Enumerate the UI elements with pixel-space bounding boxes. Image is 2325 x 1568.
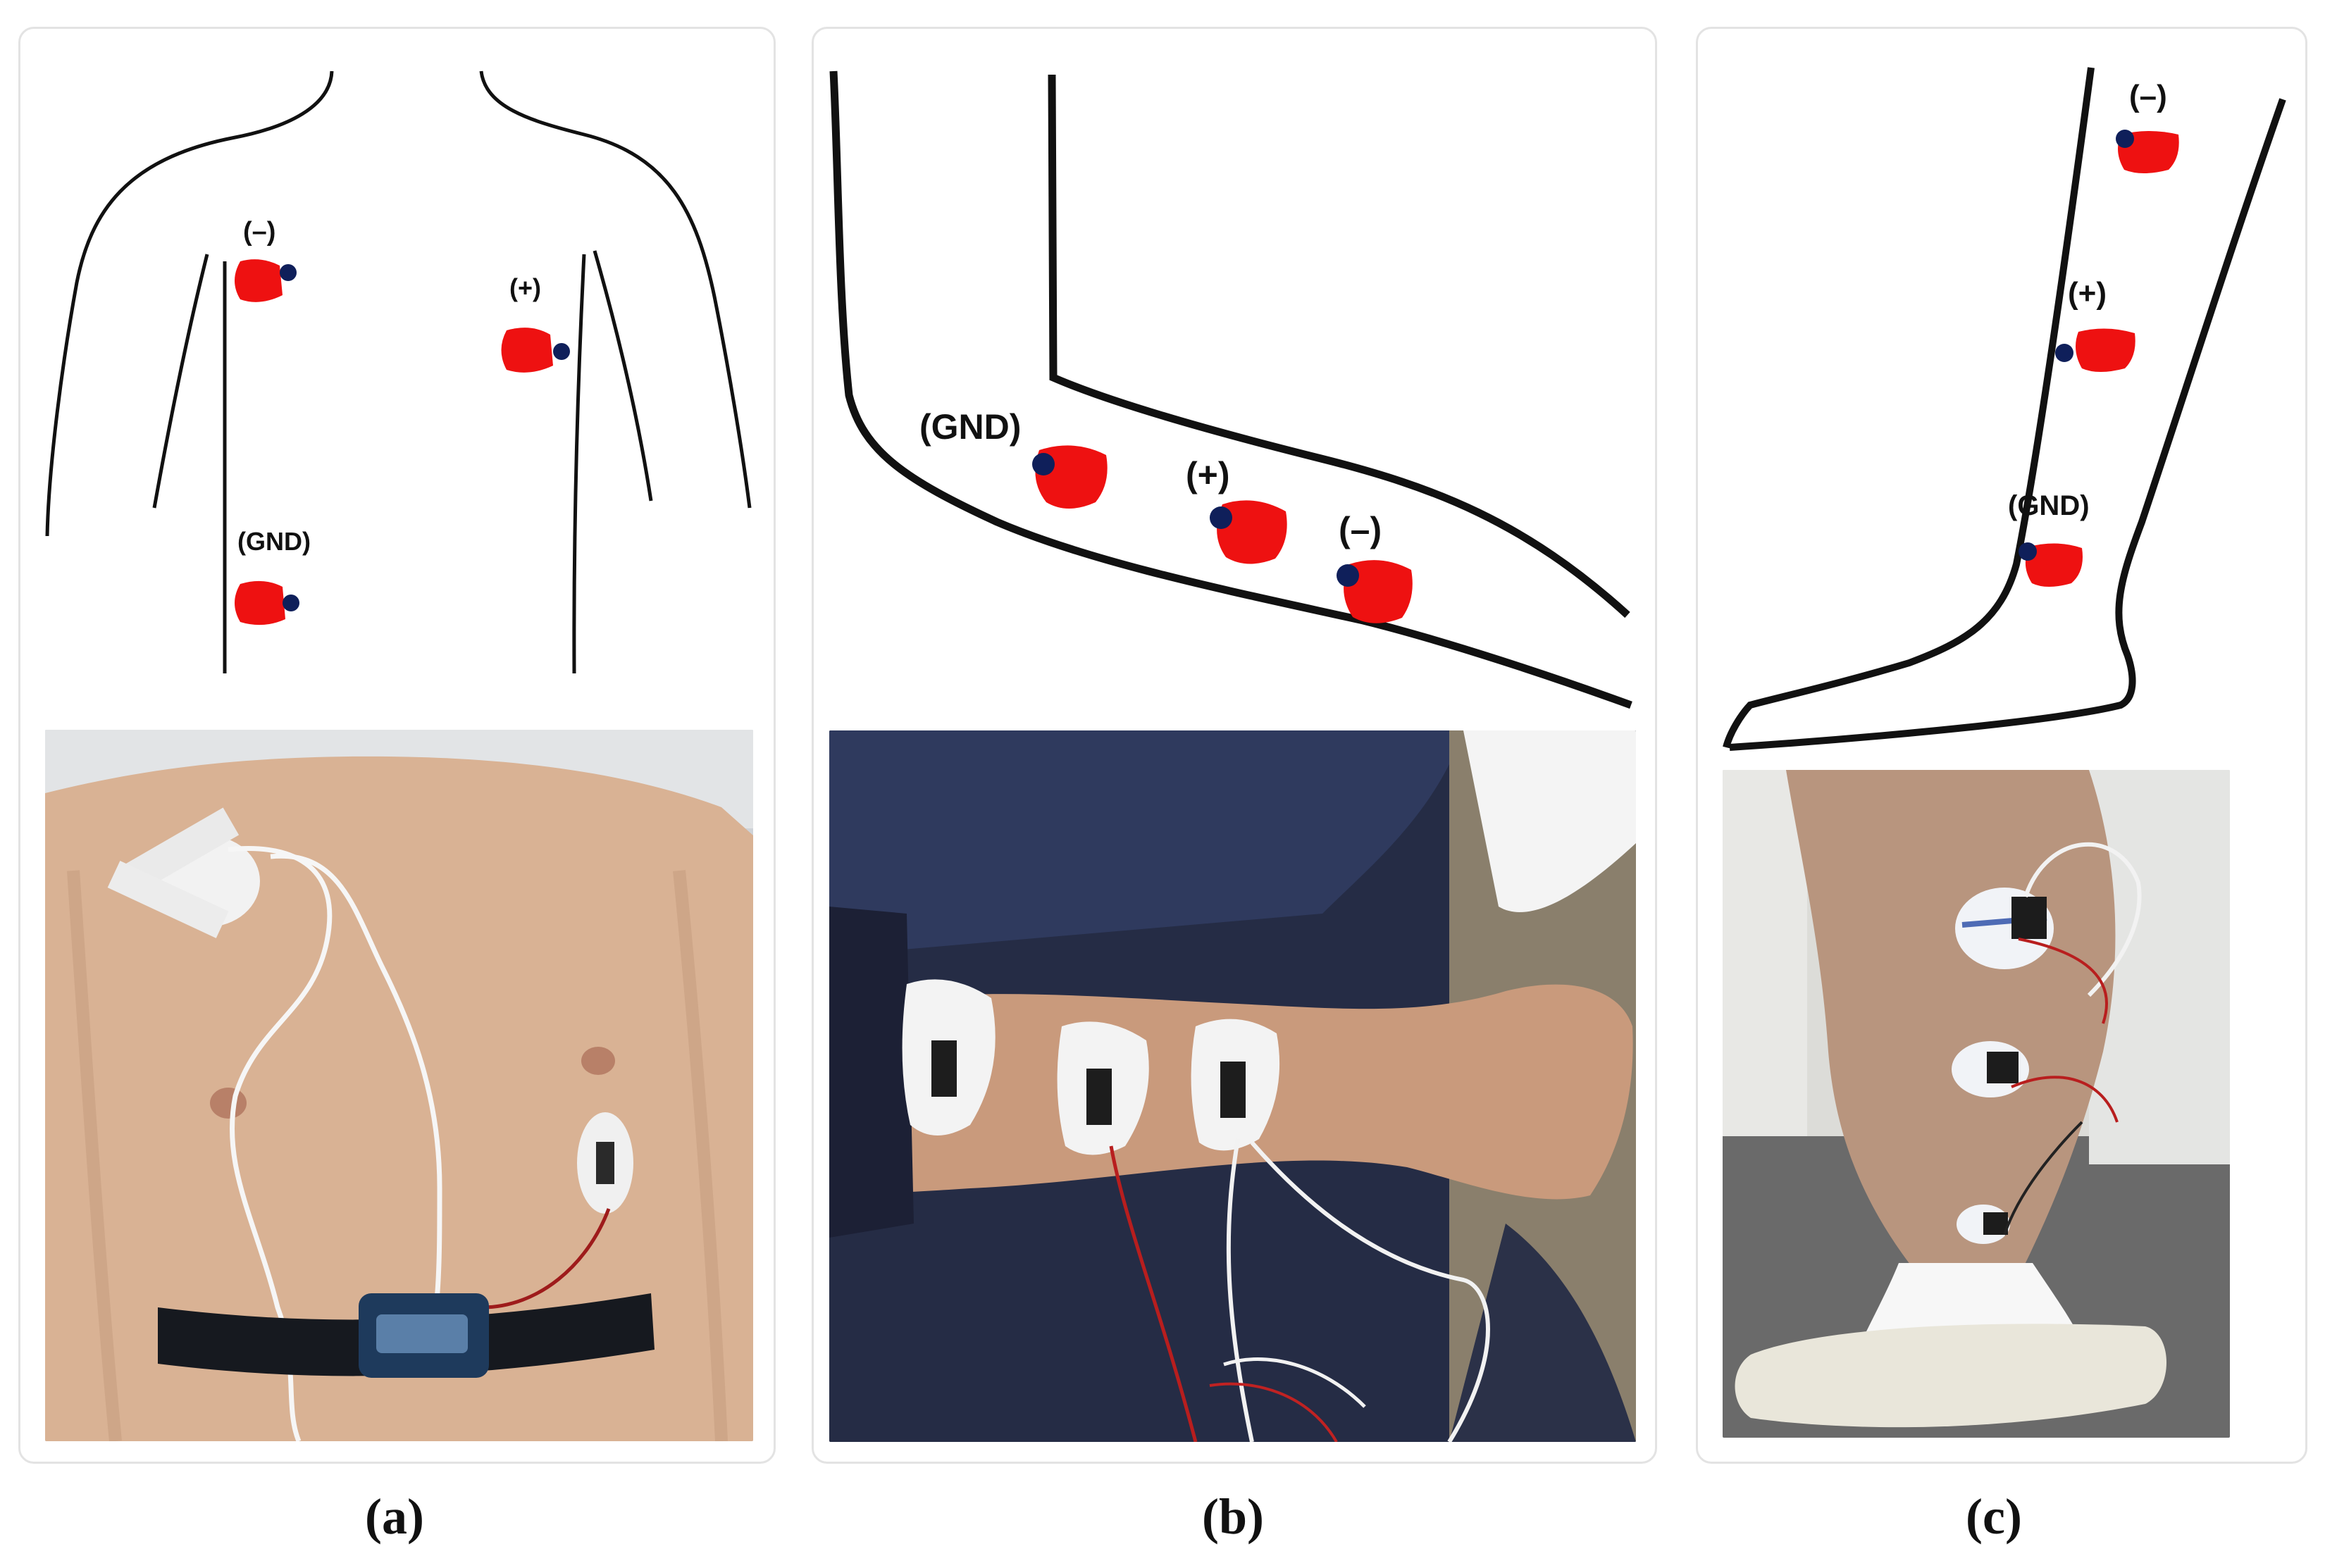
forearm-diagram: (GND) (+) (–): [829, 70, 1632, 709]
forearm-photo-illustration: [829, 730, 1636, 1442]
label-plus: (+): [2068, 276, 2107, 311]
snap-connector: [1032, 453, 1055, 475]
left-arm-line: [152, 254, 209, 509]
electrode-plus: [1210, 500, 1287, 564]
snap-connector: [553, 343, 570, 360]
chest-photo: [45, 730, 753, 1441]
torso-outline-right: [479, 70, 752, 509]
electrode-plus: [2055, 328, 2135, 372]
leg-photo-illustration: [1723, 770, 2230, 1438]
caption-c: (c): [1966, 1488, 2022, 1545]
electrode-gnd: [1032, 445, 1108, 509]
leg-outline-back: [1723, 67, 2095, 749]
panel-forearm: (GND) (+) (–): [812, 27, 1657, 1464]
torso-outline: [45, 70, 334, 537]
right-arm-line: [593, 250, 653, 502]
label-plus: (+): [509, 273, 541, 302]
label-gnd: (GND): [2008, 490, 2090, 521]
snap-connector: [1210, 506, 1232, 529]
panel-chest: (–) (+) (GND): [18, 27, 776, 1464]
label-gnd: (GND): [919, 407, 1021, 447]
snap-connector: [283, 595, 299, 611]
forearm-outline-outer: [829, 70, 1632, 709]
leg-diagram: (–) (+) (GND): [1723, 67, 2286, 751]
electrode-plus: [501, 328, 570, 373]
forearm-photo: [829, 730, 1636, 1442]
snap-connector: [2116, 130, 2134, 148]
snap-connector: [1337, 564, 1359, 587]
caption-b: (b): [1202, 1488, 1264, 1545]
electrode-gnd: [235, 580, 299, 626]
panel-leg: (–) (+) (GND): [1696, 27, 2307, 1464]
leg-outline-front: [1729, 98, 2286, 751]
snap-connector: [280, 264, 297, 281]
chest-diagram: (–) (+) (GND): [45, 70, 752, 674]
label-minus: (–): [2129, 79, 2167, 113]
snap-connector: [2019, 542, 2037, 561]
chest-photo-illustration: [45, 730, 753, 1441]
label-minus: (–): [1339, 510, 1382, 549]
electrode-gnd: [2019, 542, 2083, 587]
label-minus: (–): [243, 217, 275, 247]
right-torso-line: [572, 254, 586, 674]
snap-connector: [2055, 344, 2073, 362]
electrode-minus: [1337, 560, 1413, 623]
label-gnd: (GND): [237, 527, 311, 556]
label-plus: (+): [1186, 455, 1230, 494]
leg-photo: [1723, 770, 2230, 1438]
electrode-minus: [2116, 130, 2179, 173]
caption-a: (a): [365, 1488, 424, 1545]
forearm-outline-inner: [1048, 74, 1630, 618]
electrode-minus: [235, 259, 297, 302]
